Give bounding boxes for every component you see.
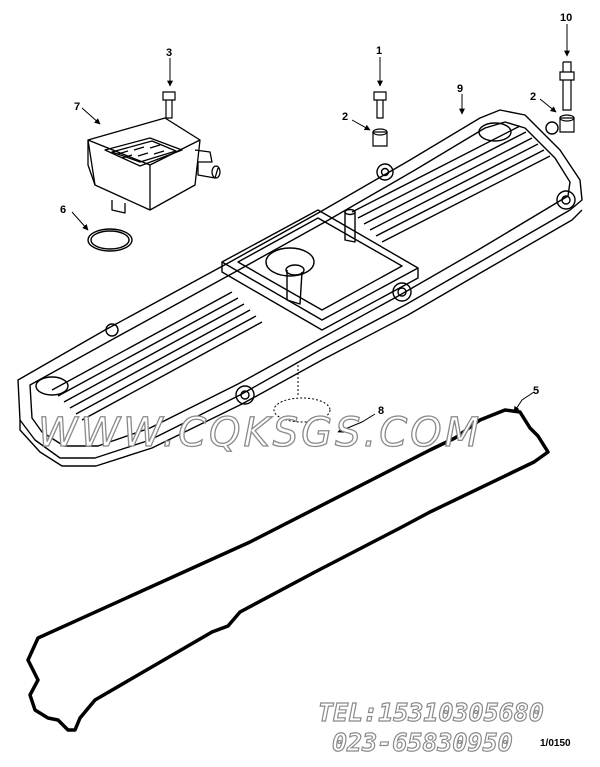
watermark-site: WWW.CQKSGS.COM bbox=[37, 409, 483, 456]
callout-9: 9 bbox=[457, 83, 463, 95]
callout-8: 8 bbox=[378, 405, 384, 417]
callout-1: 1 bbox=[376, 45, 382, 57]
callout-10: 10 bbox=[560, 12, 572, 24]
crankcase-breather bbox=[87, 117, 221, 214]
valve-cover bbox=[17, 109, 583, 467]
seal-ring bbox=[273, 365, 331, 423]
o-ring bbox=[87, 228, 133, 252]
watermark-phone: 023-65830950 bbox=[331, 728, 513, 757]
callout-2-right: 2 bbox=[530, 91, 536, 103]
callout-7: 7 bbox=[74, 101, 80, 113]
cover-gasket bbox=[26, 408, 550, 732]
callout-2-left: 2 bbox=[342, 111, 348, 123]
drawing-code: 1/0150 bbox=[540, 738, 571, 749]
callout-leaders bbox=[71, 24, 570, 433]
isolator-right bbox=[559, 114, 575, 133]
stud bbox=[559, 61, 575, 111]
bolt bbox=[373, 91, 387, 119]
isolator-left bbox=[372, 128, 388, 147]
watermark-tel: TEL:15310305680 bbox=[317, 698, 544, 727]
callout-5: 5 bbox=[533, 385, 539, 397]
callout-6: 6 bbox=[60, 204, 66, 216]
callout-3: 3 bbox=[166, 47, 172, 59]
breather-bolt bbox=[162, 91, 176, 119]
